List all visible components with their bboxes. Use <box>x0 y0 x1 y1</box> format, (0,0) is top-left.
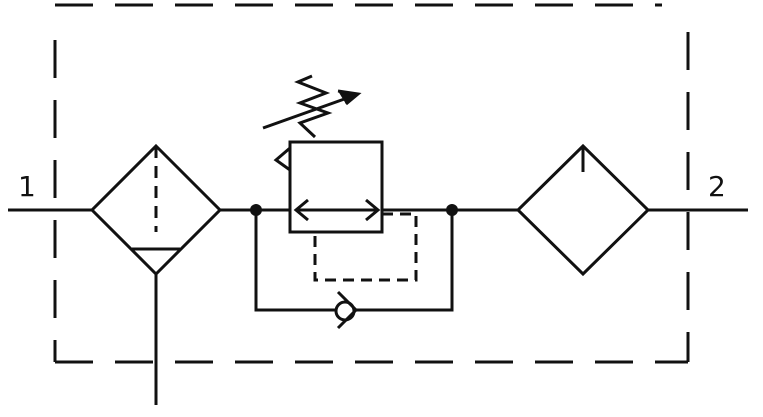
inlet-port-label: 1 <box>18 170 36 203</box>
adjustable-spring-regulator-icon <box>262 74 384 234</box>
bypass-line <box>254 210 454 312</box>
outlet-port-label: 2 <box>708 170 726 203</box>
lubricator-icon <box>515 143 651 277</box>
pilot-dashed-line <box>313 212 418 282</box>
check-valve-icon <box>334 290 359 330</box>
assembly-boundary <box>53 3 690 364</box>
filter-drain-icon <box>89 143 223 405</box>
